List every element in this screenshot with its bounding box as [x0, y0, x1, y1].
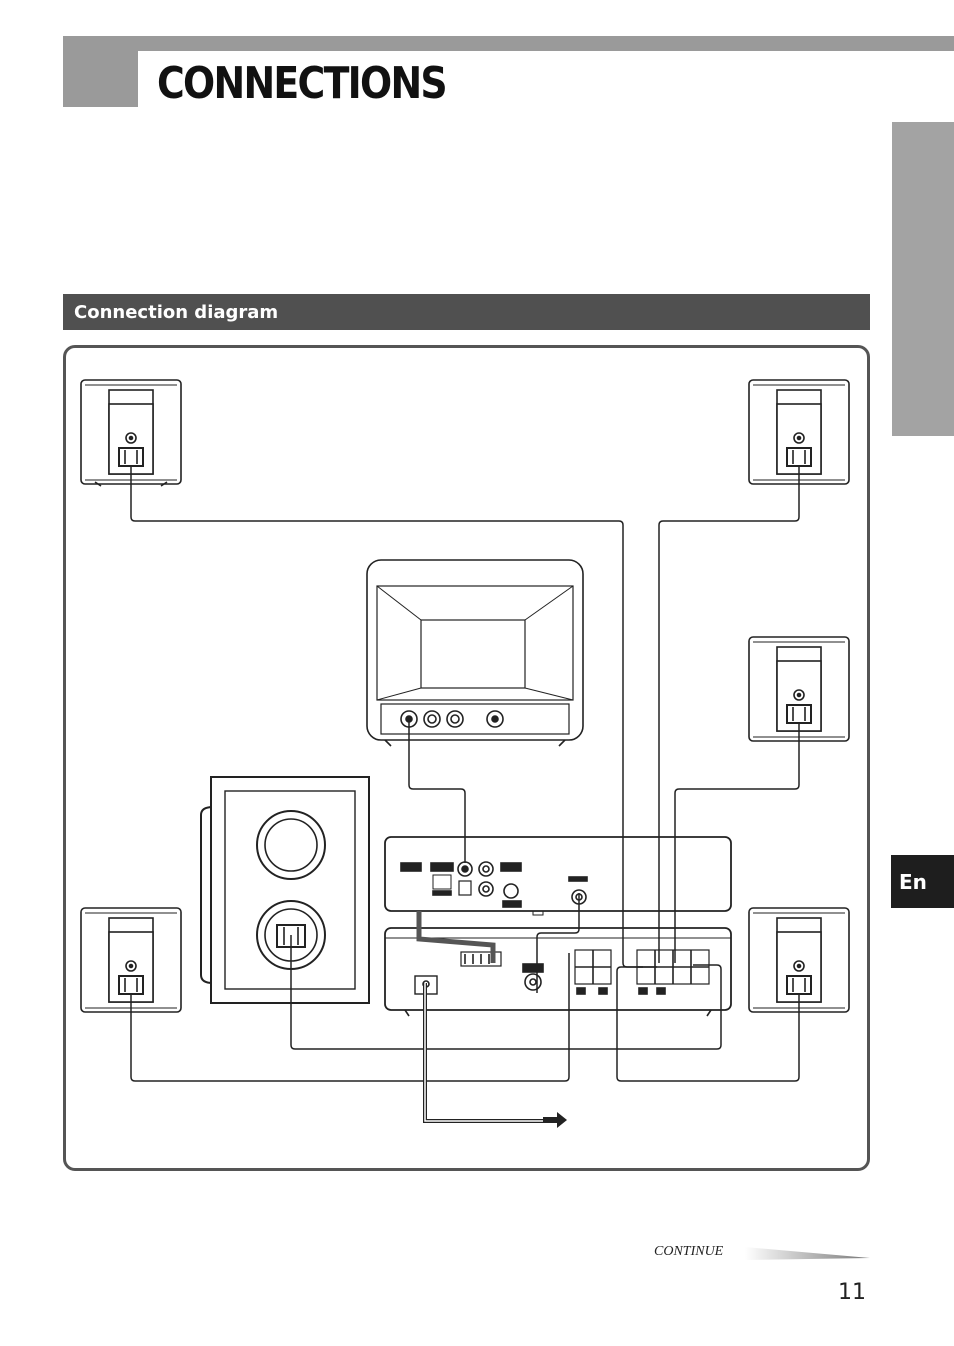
header-band — [63, 36, 954, 51]
dvd-player — [385, 837, 731, 915]
subwoofer — [201, 777, 369, 1003]
language-tab: En — [891, 855, 954, 908]
page-number: 11 — [838, 1280, 866, 1305]
header-block — [63, 36, 138, 107]
side-tab-grey — [892, 122, 954, 436]
connection-diagram — [63, 345, 870, 1171]
continue-arrow-icon — [745, 1244, 870, 1262]
section-heading: Connection diagram — [63, 294, 870, 330]
power-arrow — [543, 1112, 567, 1128]
tv-monitor — [367, 560, 583, 746]
continue-label: CONTINUE — [654, 1244, 723, 1260]
page-title: CONNECTIONS — [157, 58, 446, 109]
